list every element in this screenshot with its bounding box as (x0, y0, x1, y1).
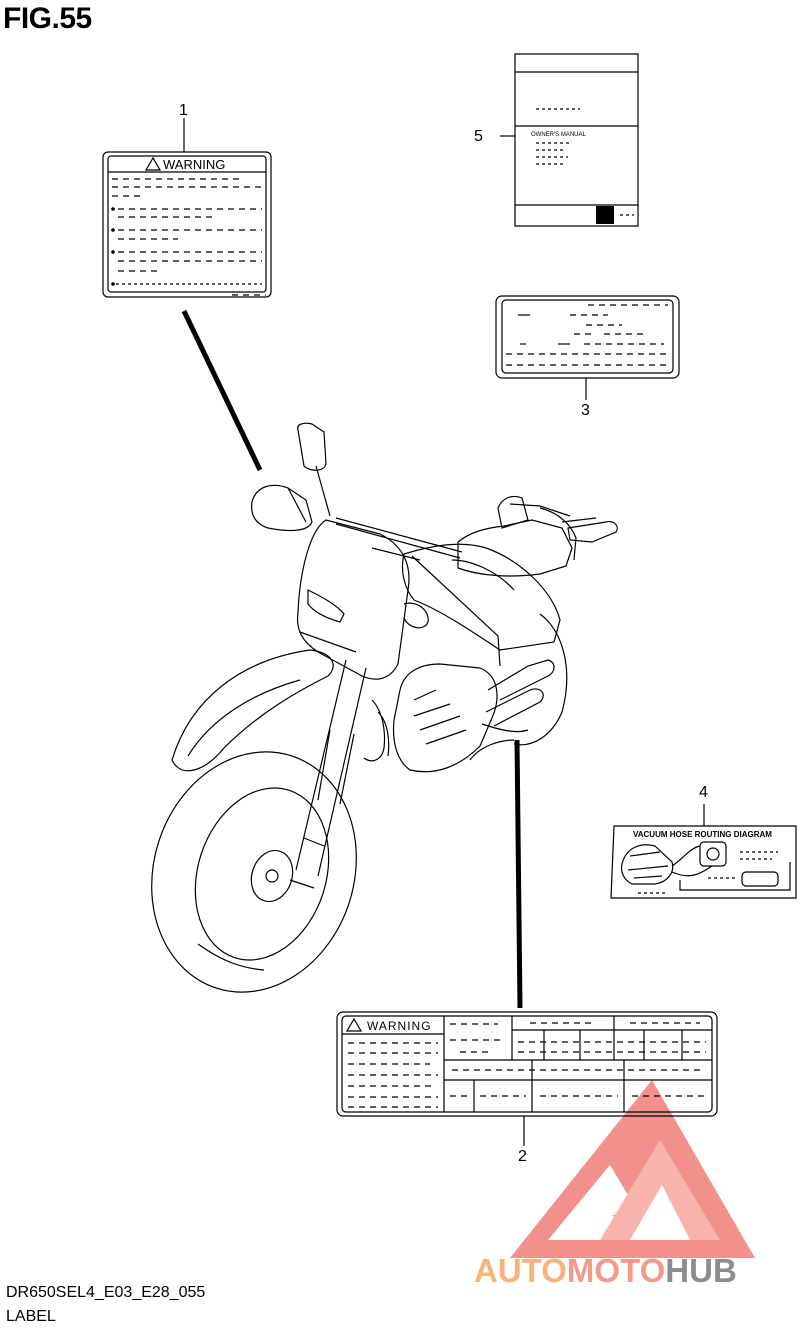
vacuum-title-text: VACUUM HOSE ROUTING DIAGRAM (633, 830, 772, 839)
warning-large-text: WARNING (367, 1019, 432, 1033)
watermark-part-hub: HUB (665, 1252, 737, 1289)
label-1-warning (102, 151, 272, 298)
watermark-part-moto: MOTO (566, 1252, 666, 1289)
figure-title: FIG.55 (3, 2, 92, 35)
callout-1: 1 (179, 102, 188, 119)
label-3 (495, 295, 680, 379)
watermark-part-auto: AUTO (474, 1252, 567, 1289)
callout-5: 5 (474, 128, 483, 145)
warning-small-text: WARNING (163, 157, 225, 172)
callout-3: 3 (581, 402, 590, 419)
label-2-warning (336, 1011, 718, 1117)
watermark-text: AUTOMOTOHUB (474, 1252, 737, 1290)
owners-manual-text: OWNER'S MANUAL (531, 132, 586, 138)
diagram-code: DR650SEL4_E03_E28_055 (6, 1284, 206, 1301)
watermark-logo-icon (510, 1080, 755, 1258)
label-4-vacuum-hose-diagram (610, 825, 797, 899)
motorcycle-outline (151, 422, 618, 993)
callout-4: 4 (699, 784, 708, 801)
leader-lines (181, 118, 705, 1146)
callout-2: 2 (518, 1148, 527, 1165)
label-5-owners-manual (514, 53, 639, 227)
diagram-label: LABEL (6, 1308, 56, 1325)
